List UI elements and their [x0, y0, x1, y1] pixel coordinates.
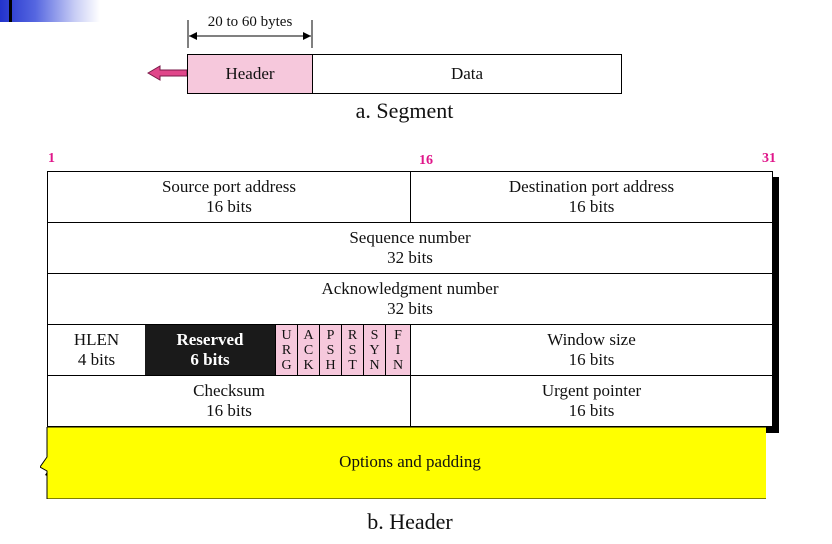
header-row-ports: Source port address 16 bits Destination …: [48, 172, 772, 223]
segment-data-box: Data: [312, 54, 622, 94]
source-port-bits: 16 bits: [206, 197, 252, 216]
header-row-sequence: Sequence number 32 bits: [48, 223, 772, 274]
segment-length-label: 20 to 60 bytes: [207, 14, 293, 30]
header-row-acknowledgment: Acknowledgment number 32 bits: [48, 274, 772, 325]
destination-port-bits: 16 bits: [568, 197, 615, 216]
bit-number-end: 31: [762, 151, 776, 166]
logo-bar: [0, 0, 100, 22]
acknowledgment-number-field: Acknowledgment number 32 bits: [48, 274, 772, 324]
column-divider: [410, 325, 411, 375]
sequence-number-bits: 32 bits: [387, 248, 433, 267]
header-row-checksum: Checksum 16 bits Urgent pointer 16 bits: [48, 376, 772, 427]
bit-number-middle: 16: [419, 153, 433, 168]
segment-header-box: Header: [187, 54, 313, 94]
source-port-name: Source port address: [161, 177, 297, 196]
dimension-arrow-icon: [187, 20, 313, 48]
destination-port-field: Destination port address 16 bits: [411, 172, 772, 222]
bit-number-start: 1: [48, 151, 55, 166]
options-and-padding-label: Options and padding: [339, 452, 481, 471]
header-caption: b. Header: [367, 509, 453, 534]
acknowledgment-number-name: Acknowledgment number: [321, 279, 499, 298]
segment-caption: a. Segment: [355, 98, 454, 123]
column-divider: [410, 172, 411, 222]
sequence-number-name: Sequence number: [349, 228, 471, 247]
checksum-name: Checksum: [193, 381, 265, 400]
checksum-bits: 16 bits: [206, 401, 252, 420]
checksum-field: Checksum 16 bits: [48, 376, 410, 426]
sequence-number-field: Sequence number 32 bits: [48, 223, 772, 273]
acknowledgment-number-bits: 32 bits: [387, 299, 433, 318]
urgent-pointer-bits: 16 bits: [568, 401, 615, 420]
reserved-field: Reserved 6 bits: [145, 325, 275, 375]
urgent-pointer-field: Urgent pointer 16 bits: [411, 376, 772, 426]
source-port-field: Source port address 16 bits: [48, 172, 410, 222]
segment-length-dimension: 20 to 60 bytes: [187, 14, 313, 48]
hlen-field: HLEN 4 bits: [48, 325, 145, 375]
destination-port-name: Destination port address: [508, 177, 675, 196]
column-divider: [410, 376, 411, 426]
logo-tick: [9, 0, 12, 22]
left-arrow-icon: [147, 65, 188, 81]
window-size-name: Window size: [547, 330, 636, 349]
window-size-bits: 16 bits: [568, 350, 615, 369]
reserved-bits: 6 bits: [190, 350, 230, 369]
urgent-pointer-name: Urgent pointer: [541, 381, 642, 400]
reserved-name: Reserved: [176, 330, 244, 349]
hlen-bits: 4 bits: [77, 350, 116, 369]
options-band-icon: [40, 427, 766, 499]
tcp-header-table: Source port address 16 bits Destination …: [47, 171, 773, 427]
hlen-name: HLEN: [73, 330, 120, 349]
window-size-field: Window size 16 bits: [411, 325, 772, 375]
